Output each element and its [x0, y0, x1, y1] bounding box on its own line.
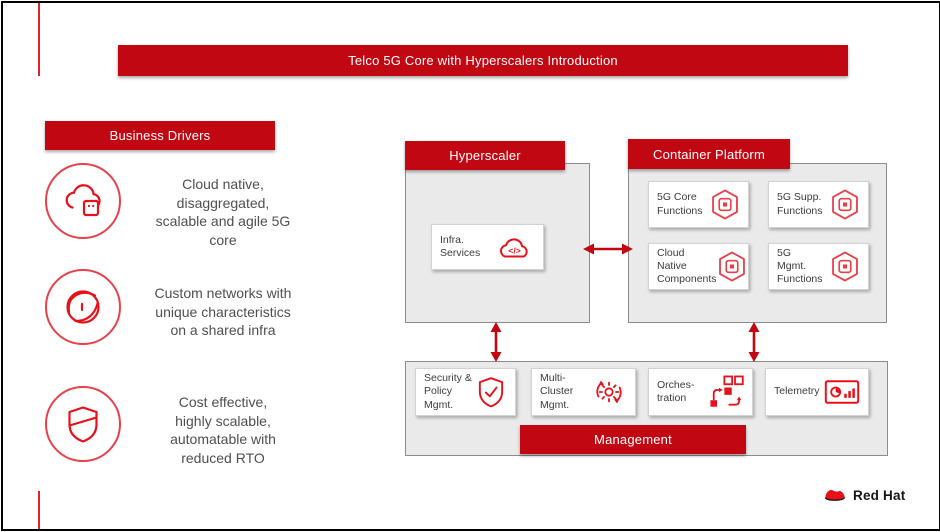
- management-header-label: Management: [594, 432, 672, 447]
- card-orchestration: Orches- tration: [648, 368, 753, 416]
- shield-band-icon: [59, 400, 107, 448]
- container-platform-header-label: Container Platform: [653, 146, 765, 162]
- hyperscaler-header-label: Hyperscaler: [449, 148, 521, 163]
- shield-check-icon: [475, 375, 507, 410]
- left-accent-line-top: [38, 3, 40, 76]
- card-infra-services: Infra. Services </>: [431, 224, 544, 270]
- arrow-container-platform-management: [746, 322, 762, 362]
- left-accent-line-bottom: [38, 491, 40, 529]
- business-drivers-header: Business Drivers: [45, 121, 275, 150]
- workflow-icon: [708, 374, 744, 410]
- hexagon-container-icon: [830, 250, 860, 283]
- gear-sync-icon: [591, 374, 627, 410]
- red-hat-logo: Red Hat: [822, 486, 905, 504]
- hexagon-container-icon: [710, 188, 740, 221]
- card-security-policy-mgmt: Security & Policy Mgmt.: [415, 368, 516, 416]
- card-cloud-native-components: Cloud Native Components: [648, 243, 749, 290]
- svg-text:</>: </>: [508, 245, 520, 255]
- arrow-hyperscaler-management: [488, 322, 504, 362]
- card-telemetry-label: Telemetry: [774, 385, 820, 398]
- cloud-app-icon: [59, 177, 107, 225]
- card-5g-mgmt-functions: 5G Mgmt. Functions: [768, 243, 869, 290]
- driver-item-1-badge: [45, 163, 121, 239]
- business-drivers-header-label: Business Drivers: [109, 128, 211, 143]
- title-banner: Telco 5G Core with Hyperscalers Introduc…: [118, 45, 848, 76]
- container-platform-header: Container Platform: [628, 139, 790, 169]
- arrow-hyperscaler-container-platform: [582, 241, 634, 257]
- card-5g-mgmt-functions-label: 5G Mgmt. Functions: [777, 246, 823, 286]
- hexagon-container-icon: [717, 250, 747, 283]
- card-security-policy-mgmt-label: Security & Policy Mgmt.: [424, 372, 472, 411]
- red-hat-fedora-icon: [822, 486, 848, 504]
- management-header: Management: [520, 425, 746, 454]
- driver-item-3-badge: [45, 386, 121, 462]
- hexagon-container-icon: [830, 188, 860, 221]
- card-telemetry: Telemetry: [765, 368, 869, 416]
- card-multi-cluster-mgmt: Multi- Cluster Mgmt.: [531, 368, 636, 416]
- card-orchestration-label: Orches- tration: [657, 378, 695, 404]
- card-infra-services-label: Infra. Services: [440, 233, 481, 259]
- dashboard-icon: [824, 379, 860, 405]
- card-multi-cluster-mgmt-label: Multi- Cluster Mgmt.: [540, 372, 574, 411]
- hyperscaler-header: Hyperscaler: [405, 141, 565, 170]
- card-cloud-native-components-label: Cloud Native Components: [657, 246, 717, 286]
- red-hat-logo-text: Red Hat: [853, 487, 906, 503]
- driver-item-3-text: Cost effective, highly scalable, automat…: [170, 394, 276, 466]
- card-5g-core-functions: 5G Core Functions: [648, 181, 749, 228]
- card-5g-supp-functions: 5G Supp. Functions: [768, 181, 869, 228]
- card-5g-core-functions-label: 5G Core Functions: [657, 191, 703, 217]
- card-5g-supp-functions-label: 5G Supp. Functions: [777, 191, 823, 217]
- driver-item-1-text: Cloud native, disaggregated, scalable an…: [155, 176, 291, 248]
- network-sphere-icon: [59, 283, 107, 331]
- page-title: Telco 5G Core with Hyperscalers Introduc…: [348, 53, 618, 68]
- driver-item-2-badge: [45, 269, 121, 345]
- cloud-code-icon: </>: [495, 233, 535, 261]
- driver-item-2-text: Custom networks with unique characterist…: [154, 285, 292, 339]
